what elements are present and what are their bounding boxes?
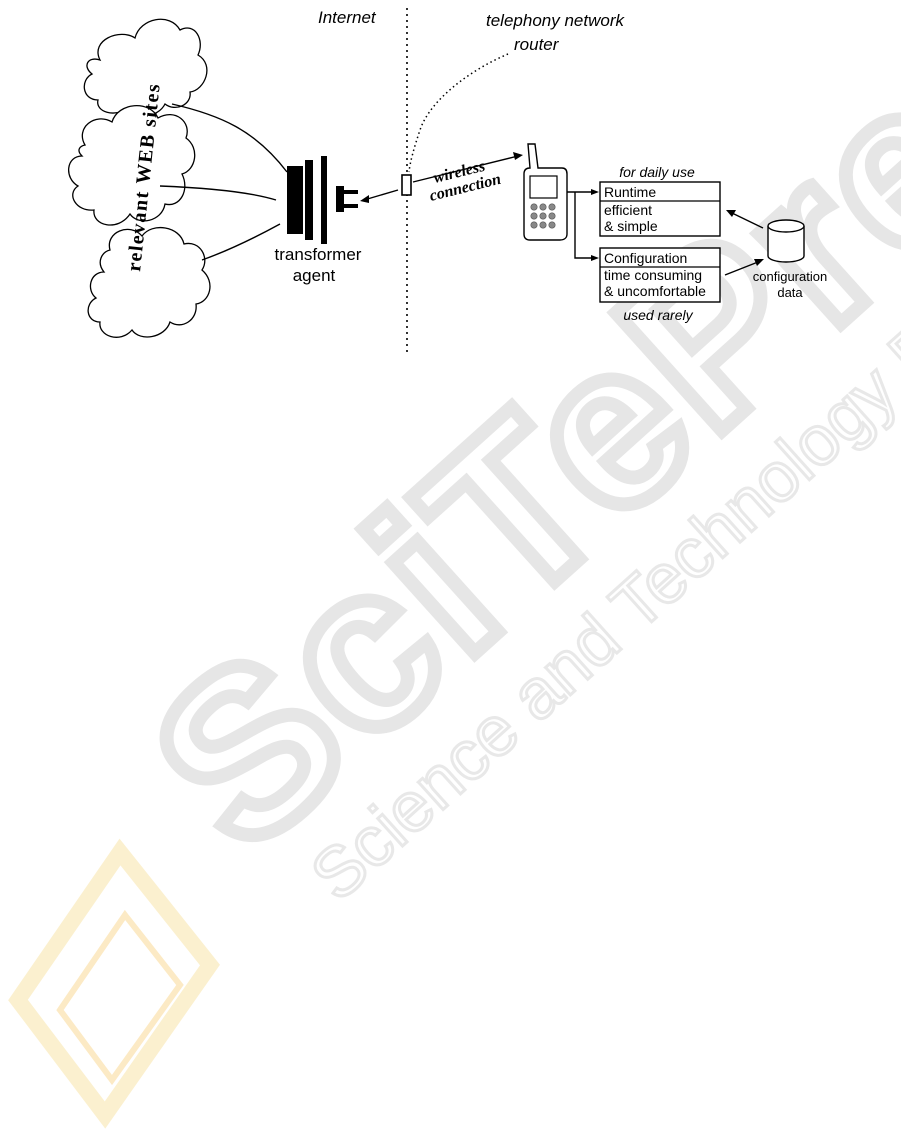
arrowhead-agent [360, 195, 369, 203]
router-label-line1: telephony network [486, 11, 625, 30]
router-label-line2: router [514, 35, 560, 54]
config-data-label-line1: configuration [753, 269, 827, 284]
runtime-line2: & simple [604, 218, 658, 234]
configuration-line2: & uncomfortable [604, 283, 706, 299]
watermark-logo [18, 852, 210, 1115]
configuration-line1: time consuming [604, 267, 702, 283]
arrowhead-configuration [591, 255, 599, 261]
config-data-label-line2: data [777, 285, 803, 300]
arrowhead-phone [513, 152, 523, 160]
agent-label-line1: transformer [275, 245, 362, 264]
configuration-box: Configuration time consuming & uncomfort… [600, 248, 720, 302]
branch-configuration [575, 192, 593, 258]
agent-label-line2: agent [293, 266, 336, 285]
daily-use-label: for daily use [619, 164, 695, 180]
internet-label: Internet [318, 8, 377, 27]
runtime-line1: efficient [604, 202, 652, 218]
watermark-text: SciTePress Science and Technology Public… [106, 0, 901, 942]
database-icon [768, 220, 804, 262]
runtime-title: Runtime [604, 184, 656, 200]
arrow-router-to-agent [364, 190, 398, 200]
mobile-phone-icon [524, 144, 567, 240]
router-box [402, 175, 411, 195]
runtime-box: Runtime efficient & simple [600, 182, 720, 236]
arrowhead-runtime [591, 189, 599, 195]
configuration-title: Configuration [604, 250, 687, 266]
link-cloud-bottom [202, 224, 280, 260]
router-pointer-line [409, 54, 508, 172]
transformer-agent-icon [287, 156, 358, 244]
used-rarely-label: used rarely [623, 307, 693, 323]
cloud-bottom [88, 228, 210, 338]
